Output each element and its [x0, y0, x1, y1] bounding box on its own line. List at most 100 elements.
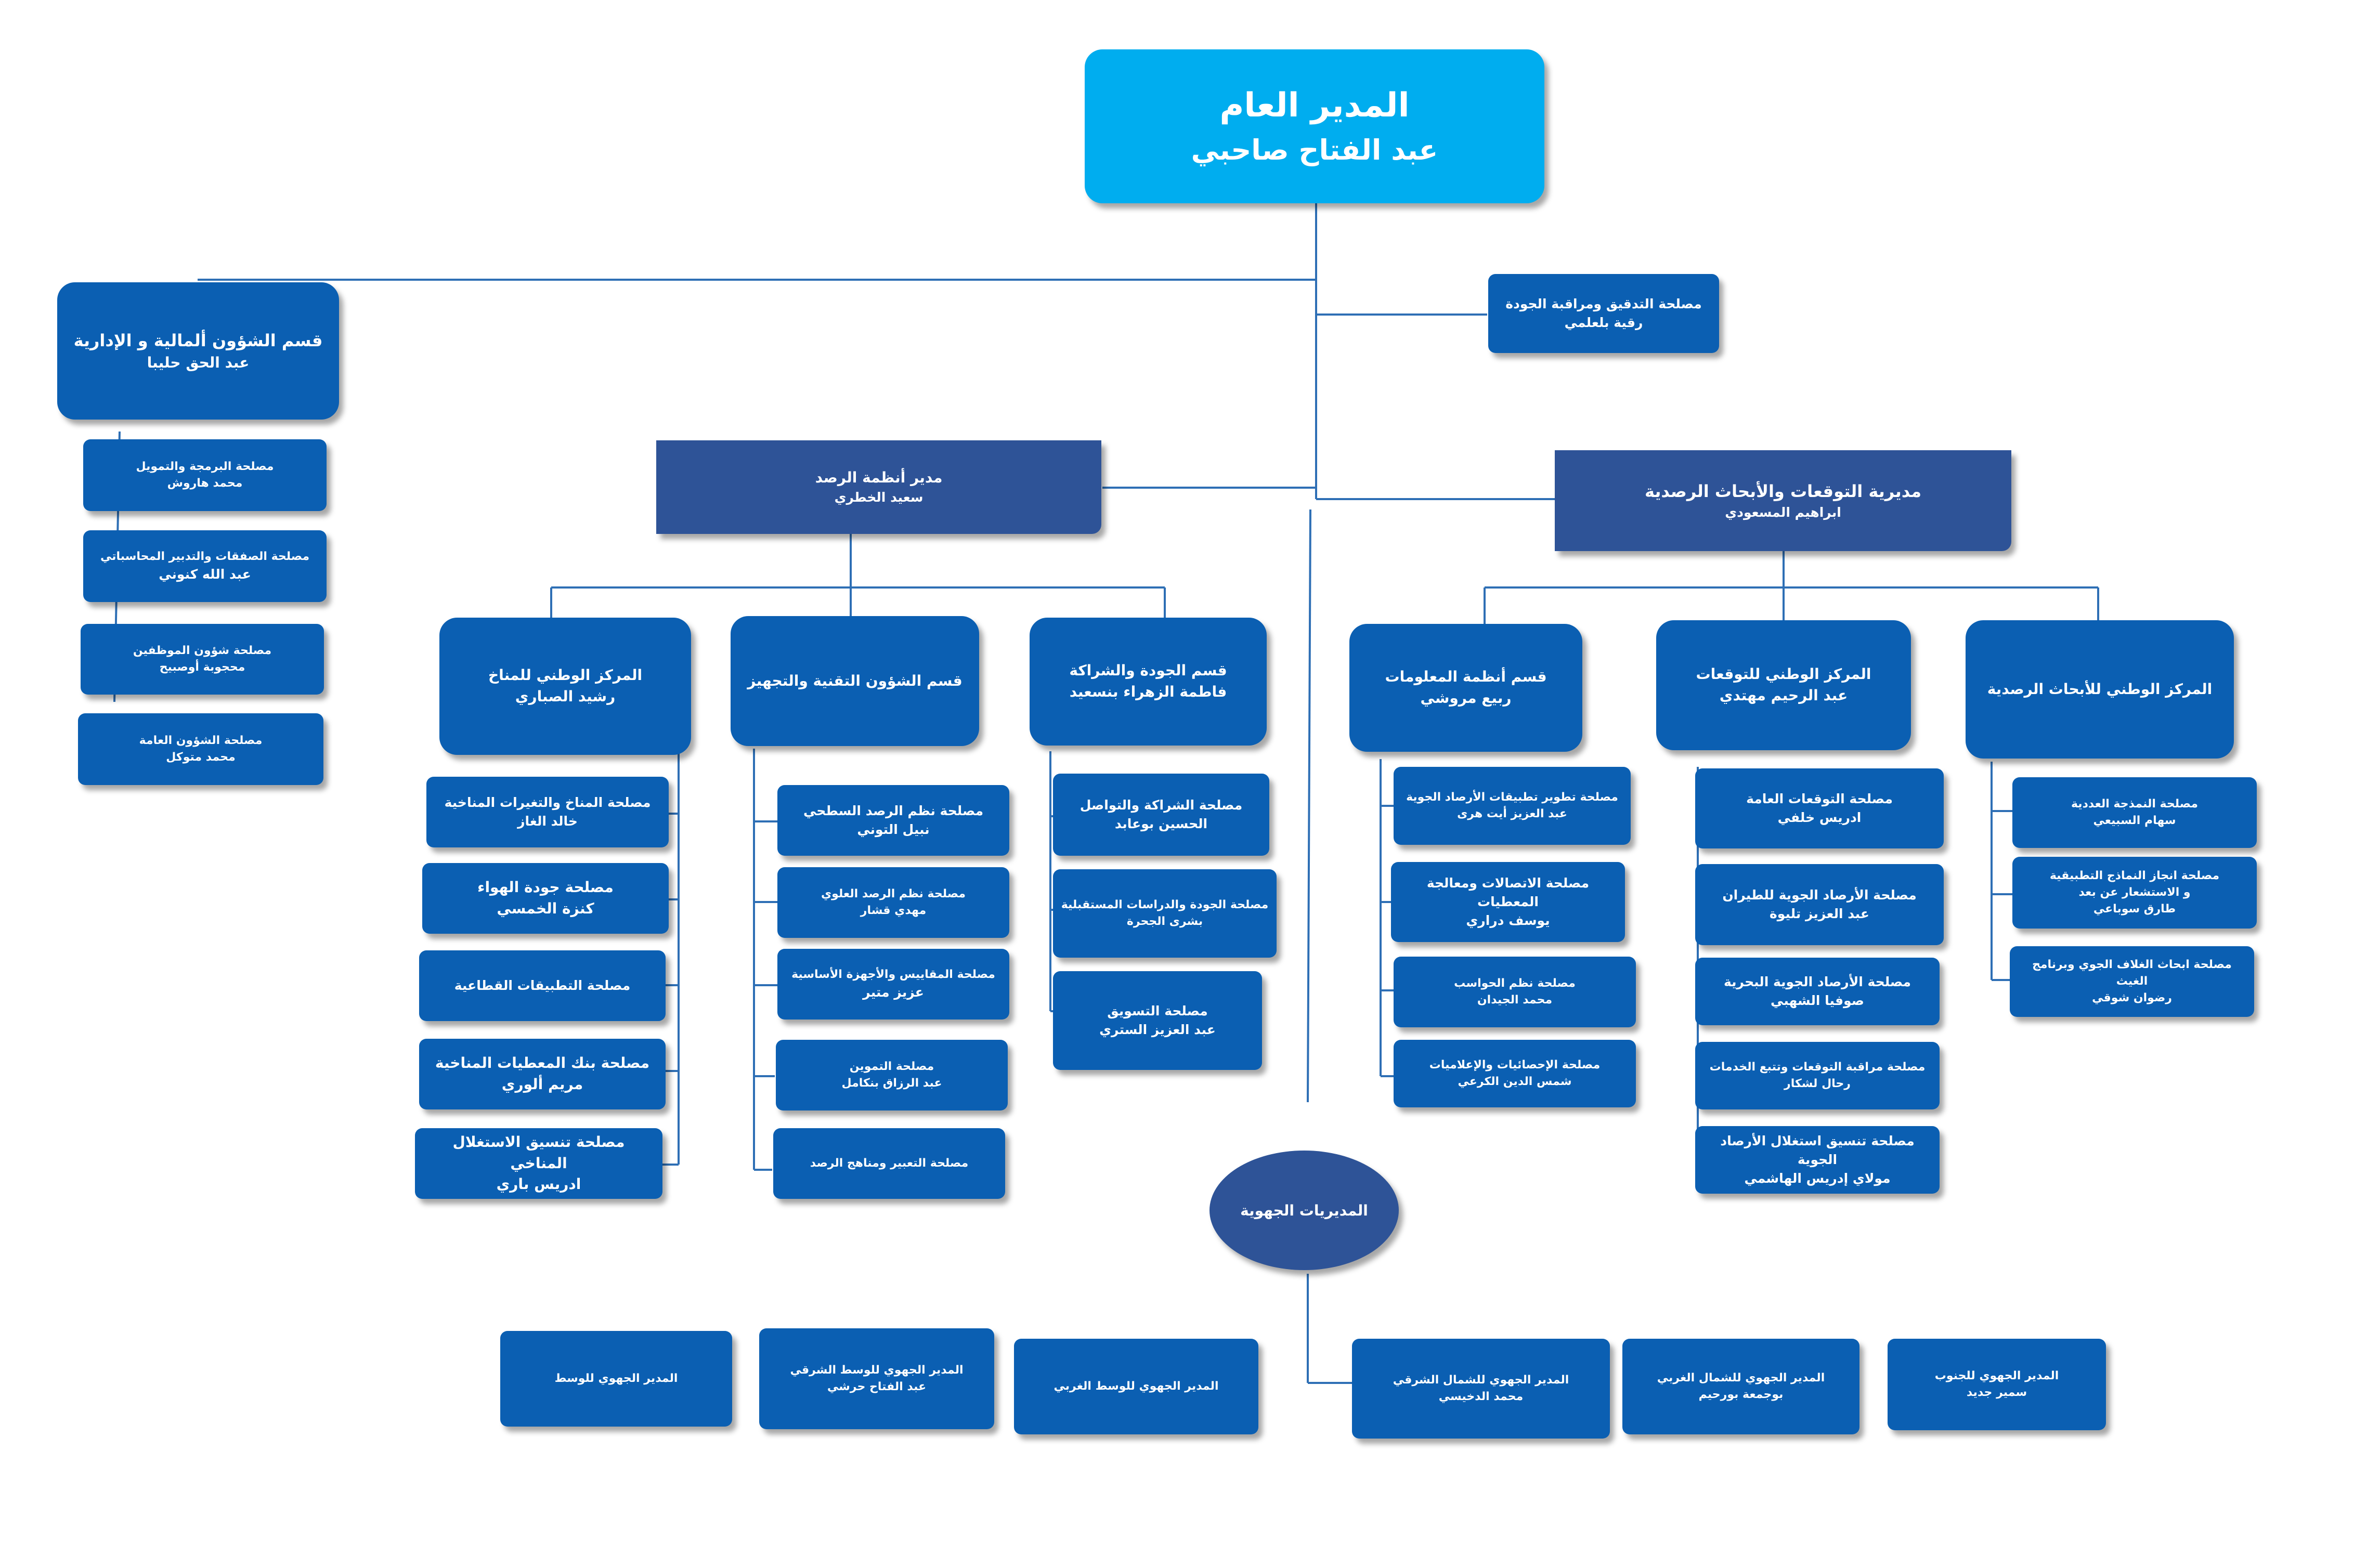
- unit-name: بشرى الجحرة: [1126, 915, 1203, 928]
- forecast-research-directorate-box[interactable]: مديرية التوقعات والأبحاث الرصدية ابراهيم…: [1555, 450, 2011, 551]
- national-forecast-center-box[interactable]: المركز الوطني للتوقعات عبد الرحيم مهتدي: [1656, 620, 1911, 750]
- infosys-unit-4[interactable]: مصلحة الإحصائيات والإعلاميات شمس الدين ا…: [1394, 1040, 1636, 1107]
- unit-title: مصلحة النمذجة العددية: [2071, 798, 2199, 811]
- unit-name: محمد الدخيسي: [1438, 1390, 1524, 1403]
- unit-title: مصلحة نظم الرصد العلوي: [821, 887, 966, 901]
- unit-title: مصلحة تنسيق الاستغلال المناخي: [452, 1133, 625, 1172]
- climate-unit-3[interactable]: مصلحة التطبيقات القطاعية: [419, 950, 666, 1021]
- dept-title: المركز الوطني للتوقعات: [1696, 665, 1871, 683]
- obs-name: سعيد الخطري: [834, 490, 924, 505]
- national-climate-center-box[interactable]: المركز الوطني للمناخ رشيد الصباري: [439, 618, 691, 755]
- research-unit-1[interactable]: مصلحة النمذجة العددية سهام السبيعي: [2012, 777, 2257, 848]
- unit-title: المدير الجهوي للوسط الغربي: [1054, 1380, 1219, 1393]
- unit-title: مصلحة تنسيق استغلال الأرصاد الجوية: [1720, 1133, 1915, 1167]
- regional-director-center[interactable]: المدير الجهوي للوسط: [500, 1331, 732, 1427]
- finance-title: قسم الشؤون ألمالية و الإدارية: [73, 330, 323, 350]
- tech-unit-4[interactable]: مصلحة التموين عبد الرزاق بنكامل: [776, 1040, 1008, 1110]
- unit-title: مصلحة التسويق: [1107, 1003, 1208, 1018]
- technical-affairs-department-box[interactable]: قسم الشؤون التقنية والتجهيز: [731, 616, 979, 746]
- unit-title-line2: و الاستشعار عن بعد: [2078, 886, 2191, 899]
- infosys-unit-2[interactable]: مصلحة الاتصالات ومعالجة المعطيات يوسف در…: [1391, 862, 1625, 942]
- regional-director-south[interactable]: المدير الجهوي للجنوب سمير جديد: [1888, 1339, 2106, 1430]
- dept-title: قسم الشؤون التقنية والتجهيز: [747, 672, 963, 689]
- fore-name: ابراهيم المسعودي: [1725, 505, 1841, 520]
- tech-unit-5[interactable]: مصلحة التعبير ومناهج الرصد: [773, 1128, 1005, 1199]
- infosys-unit-3[interactable]: مصلحة نظم الحواسب محمد الجيدان: [1394, 957, 1636, 1027]
- unit-name: كنزة الخمسي: [497, 900, 594, 917]
- unit-name: مريم ألوري: [501, 1076, 583, 1093]
- regional-directorates-oval[interactable]: المديريات الجهوية: [1209, 1151, 1399, 1270]
- unit-title: المدير الجهوي للوسط: [554, 1372, 678, 1386]
- unit-name: سهام السبيعي: [2093, 814, 2176, 827]
- finance-unit-4[interactable]: مصلحة الشؤون العامة محمد متوكل: [78, 713, 323, 785]
- unit-title: مصلحة الاتصالات ومعالجة المعطيات: [1426, 875, 1590, 909]
- audit-box[interactable]: مصلحة التدقيق ومراقبة الجودة رقية بلعلمي: [1488, 274, 1719, 353]
- unit-name: ادريس خلفي: [1777, 810, 1862, 825]
- unit-name: عزيز متير: [863, 984, 924, 1000]
- finance-department-box[interactable]: قسم الشؤون ألمالية و الإدارية عبد الحق ح…: [57, 282, 339, 420]
- unit-title: مصلحة الصفقات والتدبير المحاسباتي: [100, 550, 310, 563]
- dept-title: المركز الوطني للأبحاث الرصدية: [1987, 680, 2213, 698]
- unit-title: مصلحة انجاز النماذج التطبيقية: [2049, 869, 2220, 883]
- research-unit-3[interactable]: مصلحة ابحاث الغلاف الجوي وبرنامج الغيث ر…: [2010, 946, 2254, 1017]
- regional-director-northeast[interactable]: المدير الجهوي للشمال الشرقي محمد الدخيسي: [1352, 1339, 1610, 1439]
- climate-unit-5[interactable]: مصلحة تنسيق الاستغلال المناخي ادريس باري: [415, 1128, 662, 1199]
- unit-name: مهدي قشار: [860, 904, 927, 917]
- finance-unit-1[interactable]: مصلحة البرمجة والتمويل محمد هاروش: [83, 439, 327, 511]
- director-general-box[interactable]: المدير العام عبد الفتاح صاحبي: [1085, 49, 1544, 203]
- regional-director-northwest[interactable]: المدير الجهوي للشمال الغربي بوجمعة بورحي…: [1622, 1339, 1859, 1434]
- regional-director-west-center[interactable]: المدير الجهوي للوسط الغربي: [1014, 1339, 1258, 1434]
- unit-name: عبد الفتاح حرشي: [827, 1380, 927, 1393]
- unit-title: مصلحة نظم الرصد السطحي: [803, 803, 984, 818]
- unit-title: مصلحة الإحصائيات والإعلاميات: [1429, 1059, 1601, 1072]
- unit-name: ادريس باري: [496, 1175, 581, 1193]
- tech-unit-2[interactable]: مصلحة نظم الرصد العلوي مهدي قشار: [777, 867, 1009, 938]
- quality-unit-3[interactable]: مصلحة التسويق عبد العزيز الستري: [1053, 971, 1262, 1070]
- climate-unit-4[interactable]: مصلحة بنك المعطيات المناخية مريم ألوري: [419, 1039, 666, 1109]
- dept-title: قسم الجودة والشراكة: [1069, 662, 1227, 680]
- fore-title: مديرية التوقعات والأبحاث الرصدية: [1645, 481, 1922, 501]
- fcenter-unit-5[interactable]: مصلحة تنسيق استغلال الأرصاد الجوية مولاي…: [1695, 1126, 1940, 1194]
- unit-name: خالد الغاز: [517, 814, 578, 829]
- unit-name: عبد الله كنوني: [159, 566, 251, 582]
- research-unit-2[interactable]: مصلحة انجاز النماذج التطبيقية و الاستشعا…: [2012, 857, 2257, 929]
- national-research-center-box[interactable]: المركز الوطني للأبحاث الرصدية: [1966, 620, 2234, 759]
- climate-unit-2[interactable]: مصلحة جودة الهواء كنزة الخمسي: [422, 863, 669, 934]
- finance-unit-3[interactable]: مصلحة شؤون الموظفين محجوبة أوصبيح: [81, 624, 324, 695]
- unit-title: مصلحة المقاييس والأجهزة الأساسية: [791, 968, 995, 981]
- unit-name: محجوبة أوصبيح: [159, 661, 245, 674]
- tech-unit-3[interactable]: مصلحة المقاييس والأجهزة الأساسية عزيز مت…: [777, 949, 1009, 1020]
- unit-title: مصلحة بنك المعطيات المناخية: [435, 1054, 650, 1072]
- finance-unit-2[interactable]: مصلحة الصفقات والتدبير المحاسباتي عبد ال…: [83, 530, 327, 602]
- unit-title: مصلحة الأرصاد الجوية للطيران: [1722, 887, 1917, 903]
- quality-partnership-department-box[interactable]: قسم الجودة والشراكة فاطمة الزهراء بنسعيد: [1030, 618, 1267, 746]
- unit-name: رضوان شوقي: [2092, 991, 2172, 1004]
- regional-director-east-center[interactable]: المدير الجهوي للوسط الشرقي عبد الفتاح حر…: [759, 1328, 994, 1429]
- unit-title: مصلحة الأرصاد الجوية البحرية: [1723, 974, 1911, 989]
- dept-name: رشيد الصباري: [515, 688, 616, 705]
- unit-title: مصلحة الشراكة والتواصل: [1080, 797, 1243, 813]
- unit-title: مصلحة جودة الهواء: [477, 879, 614, 896]
- fcenter-unit-4[interactable]: مصلحة مراقبة التوقعات وتتبع الخدمات رحال…: [1695, 1042, 1940, 1109]
- regional-title: المديريات الجهوية: [1240, 1201, 1368, 1219]
- unit-name: الحسين بوعابد: [1114, 816, 1208, 831]
- tech-unit-1[interactable]: مصلحة نظم الرصد السطحي نبيل التوني: [777, 785, 1009, 856]
- fcenter-unit-3[interactable]: مصلحة الأرصاد الجوية البحرية صوفيا الشهب…: [1695, 958, 1940, 1025]
- fcenter-unit-2[interactable]: مصلحة الأرصاد الجوية للطيران عبد العزيز …: [1695, 864, 1944, 945]
- quality-unit-1[interactable]: مصلحة الشراكة والتواصل الحسين بوعابد: [1053, 774, 1269, 856]
- information-systems-department-box[interactable]: قسم أنظمة المعلومات ربيع مروشي: [1349, 624, 1582, 752]
- unit-name: صوفيا الشهبي: [1771, 993, 1864, 1008]
- quality-unit-2[interactable]: مصلحة الجودة والدراسات المستقبلية بشرى ا…: [1053, 869, 1277, 958]
- observation-systems-director-box[interactable]: مدير أنظمة الرصد سعيد الخطري: [656, 440, 1101, 534]
- climate-unit-1[interactable]: مصلحة المناخ والتغيرات المناخية خالد الغ…: [426, 777, 669, 847]
- infosys-unit-1[interactable]: مصلحة تطوير تطبيقات الأرصاد الجوية عبد ا…: [1394, 767, 1631, 845]
- unit-name: مولاي إدريس الهاشمي: [1744, 1171, 1891, 1186]
- unit-title: مصلحة التوقعات العامة: [1746, 791, 1893, 806]
- unit-name: نبيل التوني: [857, 822, 930, 837]
- fcenter-unit-1[interactable]: مصلحة التوقعات العامة ادريس خلفي: [1695, 768, 1944, 848]
- finance-name: عبد الحق حليبا: [147, 354, 250, 371]
- unit-title: مصلحة التطبيقات القطاعية: [454, 977, 631, 993]
- director-title: المدير العام: [1219, 86, 1410, 125]
- unit-title: المدير الجهوي للوسط الشرقي: [790, 1364, 964, 1377]
- unit-title: مصلحة الجودة والدراسات المستقبلية: [1061, 898, 1269, 912]
